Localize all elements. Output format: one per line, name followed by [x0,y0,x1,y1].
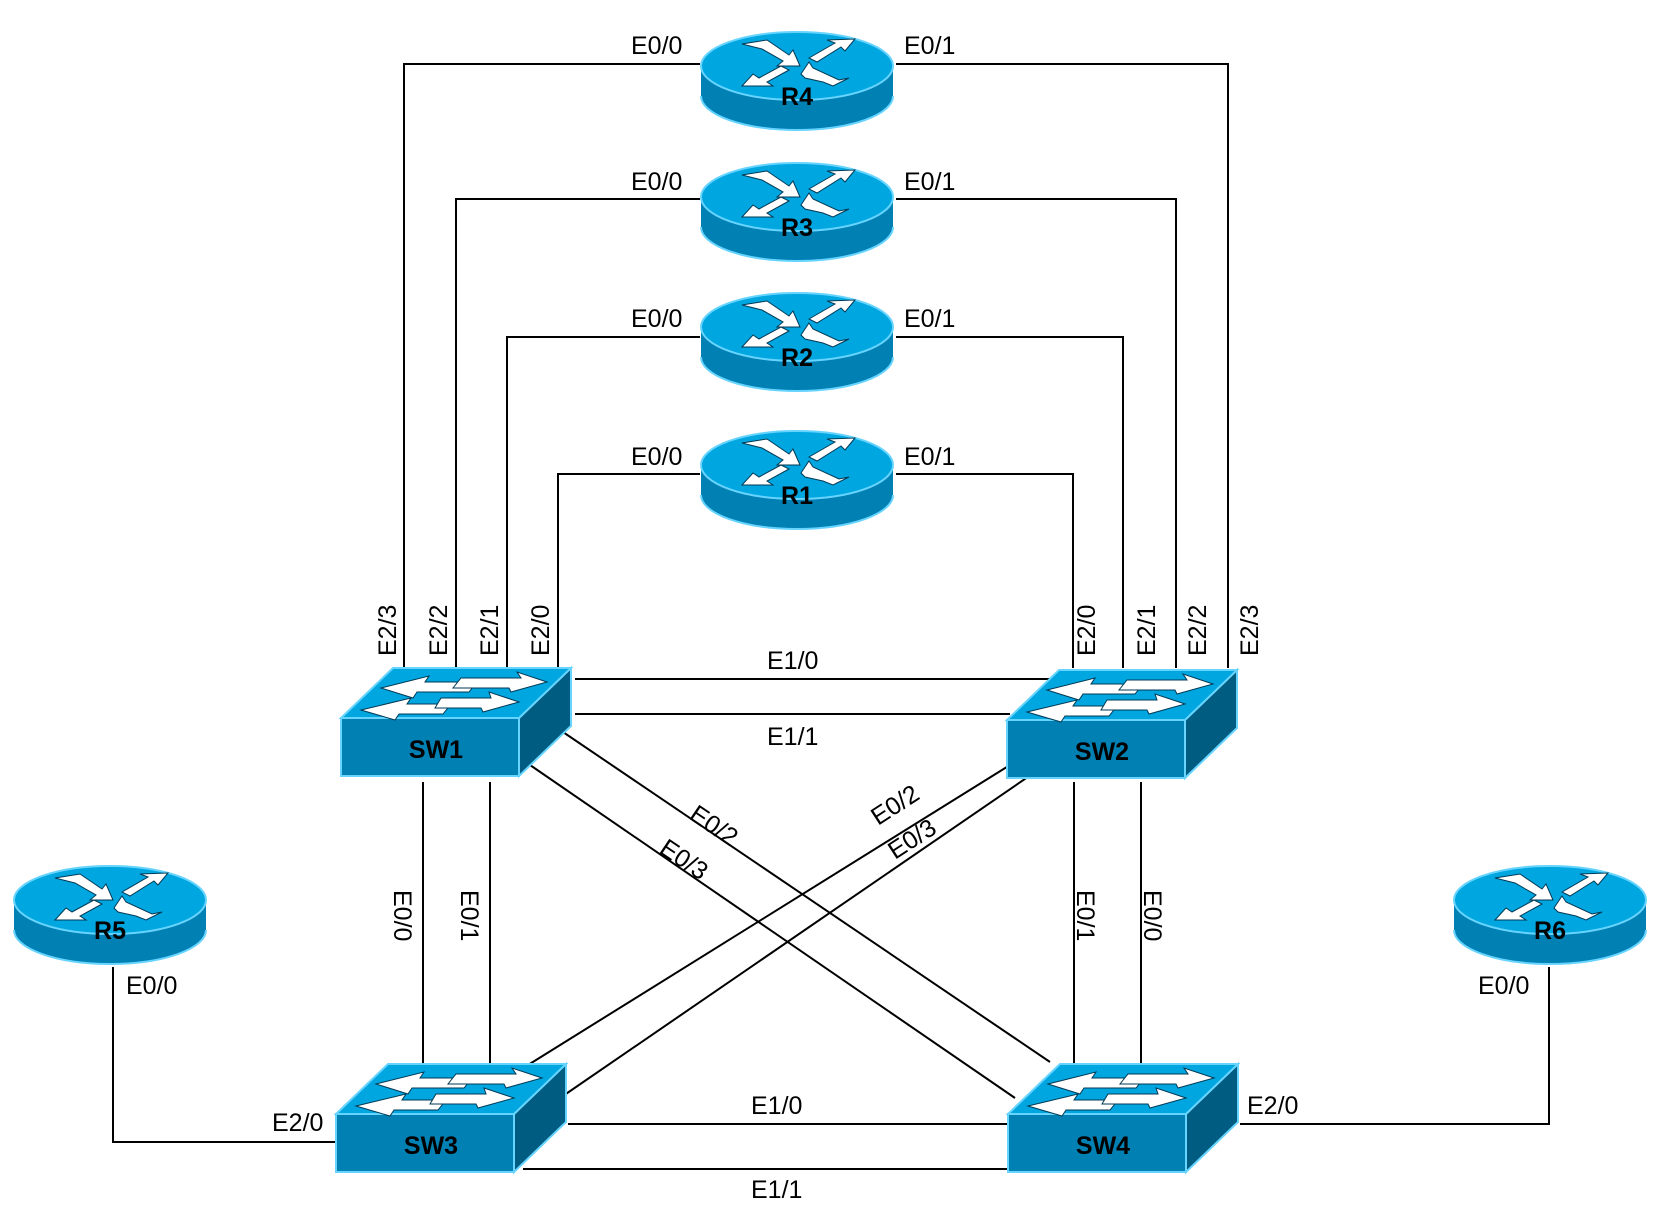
device-label: R1 [781,482,813,510]
link-sw1-sw4-e0-2 [559,729,1051,1063]
port-label-sw1-sw2-e1-0: E1/0 [767,647,818,675]
router-icon [700,31,894,131]
port-label-r3-e0-1: E0/1 [904,168,955,196]
device-label: R5 [94,917,126,945]
switch-sw4[interactable]: SW4 [1007,1063,1239,1173]
port-label-sw1-sw3-e0-1: E0/1 [455,890,483,941]
port-label-sw1-e2-2: E2/2 [425,605,453,656]
device-label: SW4 [1076,1132,1130,1160]
port-label-r1-e0-0: E0/0 [631,443,682,471]
link-r4-sw1 [403,63,700,668]
port-label-r1-e0-1: E0/1 [904,443,955,471]
router-icon [700,162,894,262]
switch-sw2[interactable]: SW2 [1006,669,1238,779]
port-label-sw2-e2-0: E2/0 [1073,605,1101,656]
port-label-sw2-sw4-e0-1: E0/1 [1071,890,1099,941]
device-label: R2 [781,344,813,372]
router-icon [700,430,894,530]
port-label-r3-e0-0: E0/0 [631,168,682,196]
link-sw1-sw4-e0-3 [529,764,1016,1099]
switch-sw3[interactable]: SW3 [335,1063,567,1173]
router-r4[interactable]: R4 [700,31,894,131]
device-label: R6 [1534,917,1566,945]
port-label-sw1-e2-0: E2/0 [527,605,555,656]
port-label-sw3-sw4-e1-1: E1/1 [751,1176,802,1204]
port-label-r2-e0-0: E0/0 [631,305,682,333]
port-label-sw1-sw4-e0-3: E0/3 [655,834,713,886]
port-label-sw2-e2-2: E2/2 [1184,605,1212,656]
link-r1-sw1 [557,473,700,668]
router-r1[interactable]: R1 [700,430,894,530]
device-label: R3 [781,214,813,242]
link-r2-sw1 [506,336,700,668]
device-label: R4 [781,83,813,111]
link-r1-sw2 [896,473,1074,668]
link-sw2-sw3-e0-3 [559,769,1039,1099]
link-sw2-sw3-e0-2 [519,764,1011,1071]
port-labels: E0/0 E0/1 E0/0 E0/1 E0/0 E0/1 E0/0 E0/1 … [126,32,1529,1204]
port-label-r6-e0-0: E0/0 [1478,972,1529,1000]
router-r5[interactable]: R5 [13,865,207,965]
router-r2[interactable]: R2 [700,292,894,392]
link-r4-sw2 [896,63,1229,668]
links [112,63,1550,1170]
port-label-r4-e0-1: E0/1 [904,32,955,60]
port-label-sw2-e2-1: E2/1 [1133,605,1161,656]
router-icon [700,292,894,392]
link-r3-sw1 [455,198,700,668]
port-label-sw1-sw3-e0-0: E0/0 [388,890,416,941]
link-r2-sw2 [896,336,1124,668]
link-r3-sw2 [896,198,1177,668]
device-label: SW2 [1075,738,1129,766]
port-label-sw3-e2-0: E2/0 [272,1109,323,1137]
port-label-r4-e0-0: E0/0 [631,32,682,60]
device-label: SW3 [404,1132,458,1160]
port-label-sw2-sw4-e0-0: E0/0 [1138,890,1166,941]
port-label-sw1-e2-1: E2/1 [476,605,504,656]
port-label-r2-e0-1: E0/1 [904,305,955,333]
router-r3[interactable]: R3 [700,162,894,262]
port-label-sw1-sw4-e0-2: E0/2 [685,800,743,852]
port-label-sw2-e2-3: E2/3 [1236,605,1264,656]
link-r6-sw4 [1240,967,1550,1125]
port-label-sw1-sw2-e1-1: E1/1 [767,723,818,751]
router-icon [13,865,207,965]
port-label-sw1-e2-3: E2/3 [374,605,402,656]
router-icon [1453,865,1647,965]
router-r6[interactable]: R6 [1453,865,1647,965]
port-label-sw3-sw4-e1-0: E1/0 [751,1092,802,1120]
port-label-sw4-e2-0: E2/0 [1247,1092,1298,1120]
switch-sw1[interactable]: SW1 [340,667,572,777]
port-label-r5-e0-0: E0/0 [126,972,177,1000]
link-r5-sw3 [112,967,336,1143]
device-label: SW1 [409,736,463,764]
